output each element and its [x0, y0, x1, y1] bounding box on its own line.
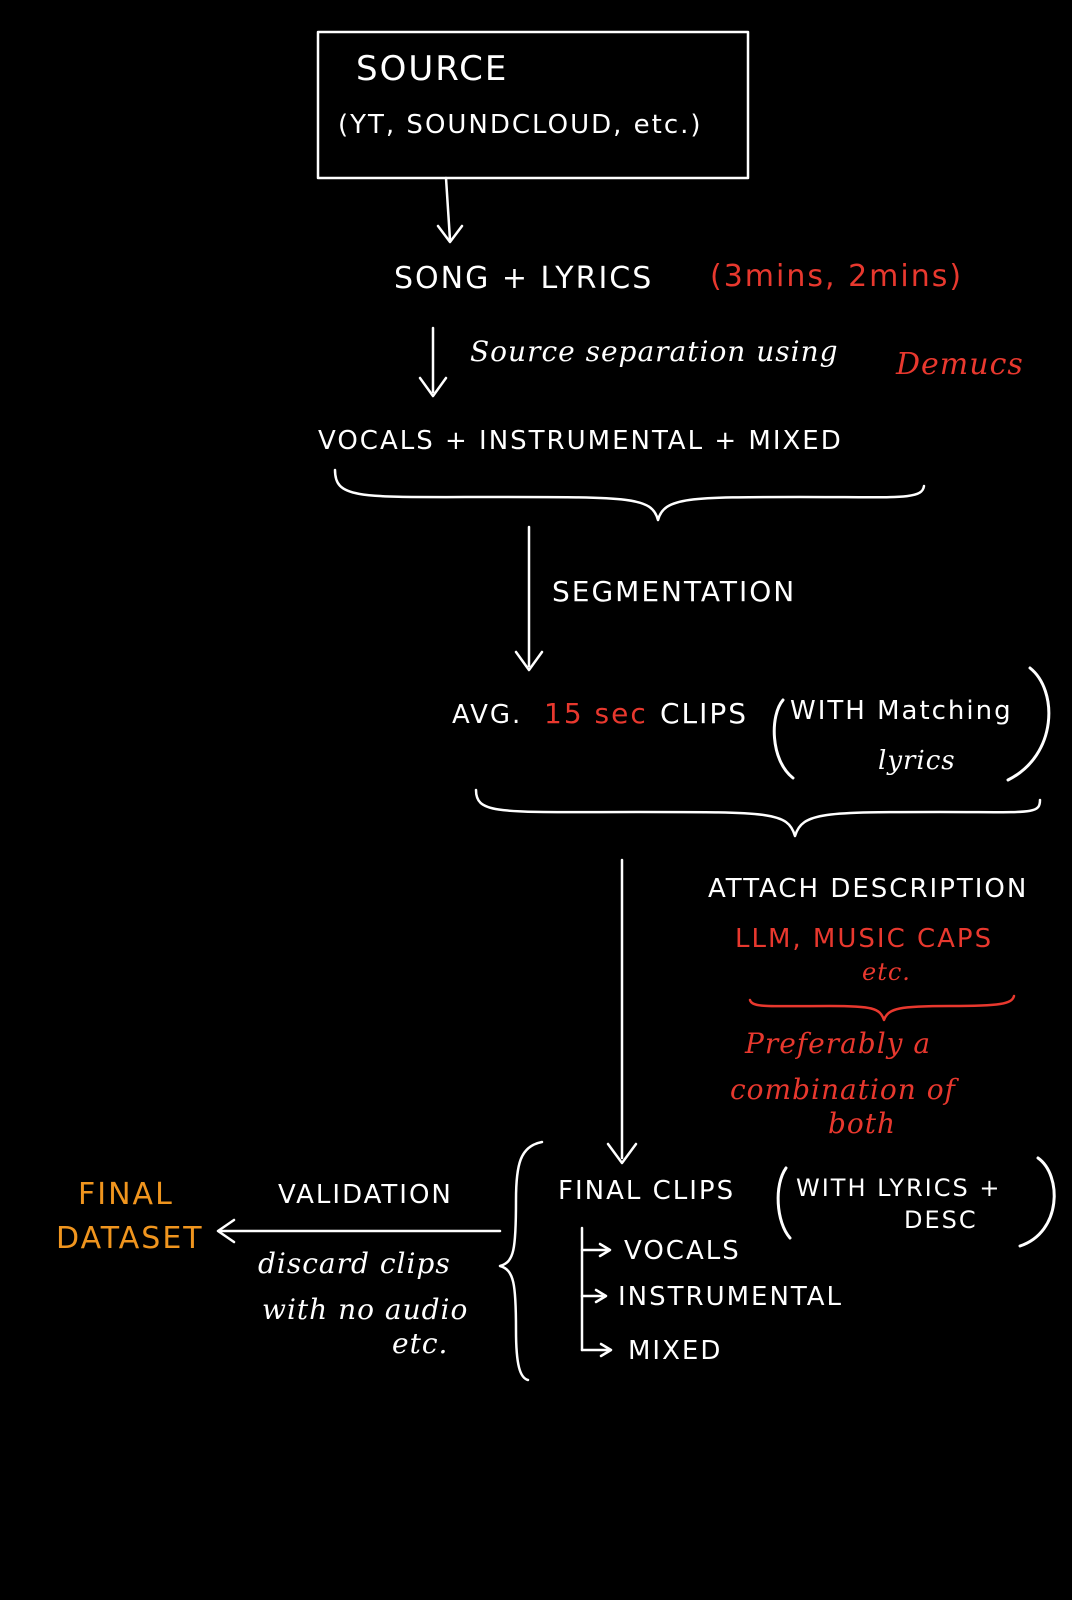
- paren-right-final: [1018, 1156, 1056, 1248]
- clips-prefix: AVG.: [452, 700, 523, 730]
- clips-label: CLIPS: [660, 697, 749, 730]
- validation-note-line3: etc.: [392, 1327, 449, 1360]
- brace-clips: [474, 788, 1042, 838]
- validation-note-line2: with no audio: [262, 1293, 469, 1326]
- clips-duration: 15 sec: [544, 697, 648, 730]
- final-clips-note-line1: WITH LYRICS +: [796, 1174, 1002, 1202]
- final-clip-item-mixed: MIXED: [628, 1336, 723, 1366]
- description-sources-line1: LLM, MUSIC CAPS: [735, 924, 994, 954]
- final-clips-label: FINAL CLIPS: [558, 1176, 736, 1206]
- paren-right-clips: [1006, 666, 1051, 782]
- stems-label: VOCALS + INSTRUMENTAL + MIXED: [318, 426, 843, 456]
- brace-final-clips: [498, 1140, 544, 1382]
- description-sources-line2: etc.: [862, 958, 911, 986]
- validation-label: VALIDATION: [278, 1180, 453, 1210]
- item-connector-instrumental-head: [594, 1288, 608, 1304]
- final-dataset-line2: DATASET: [56, 1221, 204, 1256]
- arrow-validation-head: [216, 1218, 236, 1244]
- separation-label: Source separation using: [470, 335, 839, 368]
- brace-description: [748, 994, 1016, 1022]
- item-connector-vocals-head: [598, 1242, 612, 1258]
- source-box: [316, 30, 750, 180]
- final-clips-note-line2: DESC: [904, 1206, 978, 1234]
- arrow-source-to-song-head: [436, 224, 464, 244]
- arrow-song-to-stems-head: [418, 376, 448, 398]
- clips-note-line2: lyrics: [878, 746, 956, 776]
- paren-left-final: [776, 1166, 792, 1240]
- arrow-source-to-song: [444, 176, 452, 242]
- final-dataset-line1: FINAL: [78, 1177, 174, 1212]
- source-title: SOURCE: [356, 49, 509, 89]
- item-connector-mixed-head: [599, 1342, 613, 1358]
- final-clip-item-instrumental: INSTRUMENTAL: [618, 1282, 844, 1312]
- final-clip-item-vocals: VOCALS: [624, 1236, 741, 1266]
- song-lyrics-label: SONG + LYRICS: [394, 261, 654, 296]
- arrow-to-final-clips-head: [606, 1142, 638, 1165]
- source-subtitle: (YT, SOUNDCLOUD, etc.): [338, 110, 703, 140]
- description-note-line2: combination of: [730, 1073, 956, 1106]
- segmentation-label: SEGMENTATION: [552, 575, 797, 608]
- song-duration: (3mins, 2mins): [710, 259, 964, 294]
- brace-stems: [333, 468, 926, 522]
- clips-note-line1: WITH Matching: [790, 696, 1013, 726]
- validation-note-line1: discard clips: [258, 1247, 451, 1280]
- description-note-line1: Preferably a: [745, 1027, 932, 1060]
- arrow-segmentation-head: [514, 650, 544, 672]
- description-note-line3: both: [828, 1107, 897, 1140]
- separation-tool: Demucs: [896, 347, 1024, 382]
- paren-left-clips: [772, 698, 795, 780]
- description-label: ATTACH DESCRIPTION: [708, 874, 1029, 904]
